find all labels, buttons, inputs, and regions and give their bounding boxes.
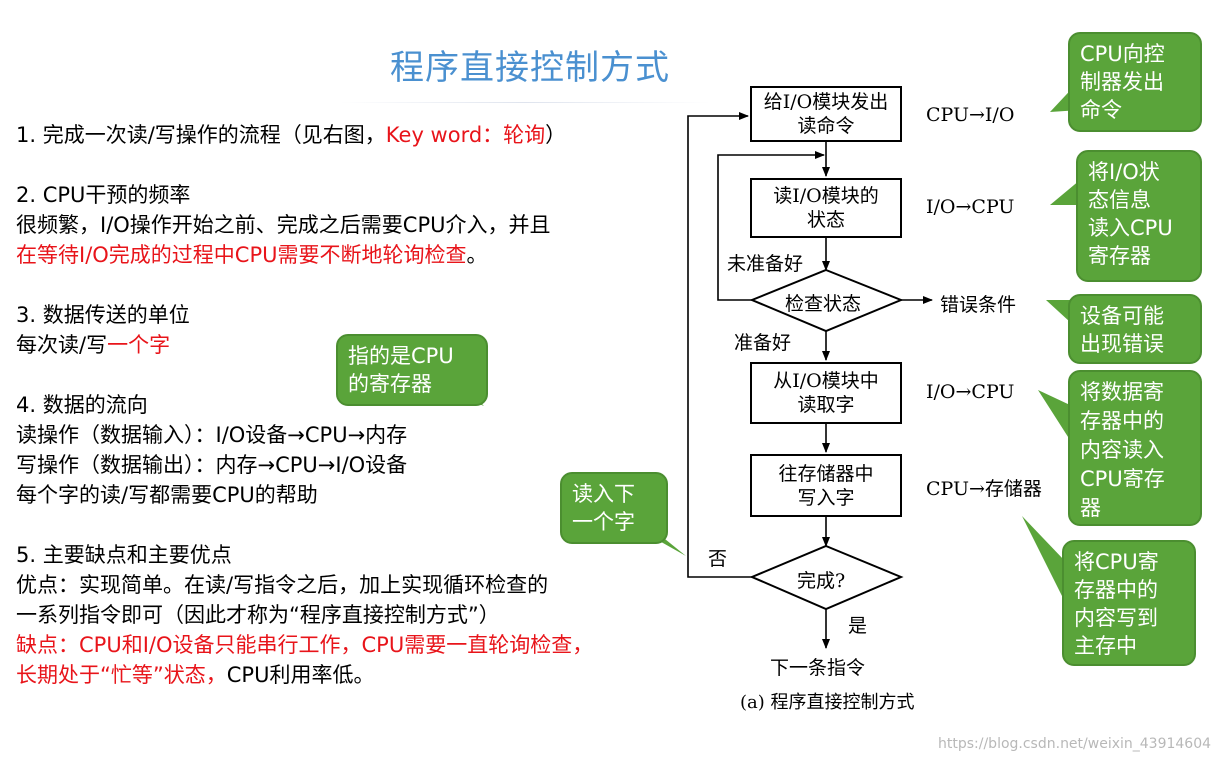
section-4-line3: 每个字的读/写都需要CPU的帮助 — [16, 483, 318, 507]
label-ready: 准备好 — [734, 332, 792, 354]
label-io-to-cpu-2: I/O→CPU — [926, 381, 1015, 403]
label-cpu-to-memory: CPU→存储器 — [926, 478, 1042, 500]
section-2: 2. CPU干预的频率 很频繁，I/O操作开始之前、完成之后需要CPU介入，并且… — [16, 180, 551, 270]
page-title: 程序直接控制方式 — [390, 48, 670, 88]
watermark: https://blog.csdn.net/weixin_43914604 — [938, 736, 1212, 752]
bubble-cpu-command: CPU向控制器发出命令 — [1068, 32, 1202, 132]
label-error-condition: 错误条件 — [940, 294, 1017, 316]
node-read-io-status: 读I/O模块的状态 — [750, 178, 902, 238]
bubble-cpu-to-memory: 将CPU寄存器中的内容写到主存中 — [1062, 540, 1196, 666]
label-no: 否 — [708, 548, 728, 570]
node-write-memory: 往存储器中写入字 — [750, 454, 902, 517]
node-send-read-command: 给I/O模块发出读命令 — [750, 86, 902, 142]
section-2-heading: 2. CPU干预的频率 — [16, 183, 191, 207]
section-2-line2: 在等待I/O完成的过程中CPU需要不断地轮询检查 — [16, 243, 467, 267]
section-3-highlight: 一个字 — [107, 333, 171, 357]
section-5-line4-red: 长期处于“忙等”状态， — [16, 663, 227, 687]
label-cpu-to-io: CPU→I/O — [926, 104, 1015, 126]
section-5-line1: 优点：实现简单。在读/写指令之后，加上实现循环检查的 — [16, 573, 549, 597]
section-5-line3: 缺点：CPU和I/O设备只能串行工作，CPU需要一直轮询检查， — [16, 633, 594, 657]
label-yes: 是 — [848, 615, 868, 637]
bubble-tail-2 — [1050, 180, 1080, 205]
node-next-instruction: 下一条指令 — [770, 657, 866, 679]
bubble-tail-4 — [1038, 390, 1070, 440]
section-3-text: 每次读/写 — [16, 333, 108, 357]
section-5-heading: 5. 主要缺点和主要优点 — [16, 543, 232, 567]
section-5-line4-black: CPU利用率低。 — [226, 663, 375, 687]
section-5-line2: 一系列指令即可（因此才称为“程序直接控制方式”） — [16, 603, 500, 627]
section-3-heading: 3. 数据传送的单位 — [16, 303, 190, 327]
figure-caption: (a) 程序直接控制方式 — [740, 692, 915, 713]
bubble-tail-3 — [1046, 300, 1070, 322]
node-check-status: 检查状态 — [785, 293, 862, 315]
section-4-heading: 4. 数据的流向 — [16, 393, 148, 417]
bubble-tail-5 — [1022, 516, 1064, 600]
section-1-text: 1. 完成一次读/写操作的流程（见右图， — [16, 123, 386, 147]
section-4-line2: 写操作（数据输出）：内存→CPU→I/O设备 — [16, 453, 408, 477]
section-2-line2-end: 。 — [466, 243, 488, 267]
section-2-line1: 很频繁，I/O操作开始之前、完成之后需要CPU介入，并且 — [16, 213, 551, 237]
title-underline — [340, 102, 710, 103]
section-5: 5. 主要缺点和主要优点 优点：实现简单。在读/写指令之后，加上实现循环检查的 … — [16, 540, 593, 690]
section-1-suffix: ） — [545, 123, 567, 147]
label-io-to-cpu-1: I/O→CPU — [926, 196, 1015, 218]
bubble-next-word: 读入下一个字 — [560, 472, 668, 544]
label-not-ready: 未准备好 — [727, 253, 804, 275]
section-4-line1: 读操作（数据输入）：I/O设备→CPU→内存 — [16, 423, 408, 447]
bubble-device-error: 设备可能出现错误 — [1068, 294, 1202, 364]
node-read-word: 从I/O模块中读取字 — [750, 362, 902, 424]
section-1-keyword: Key word：轮询 — [385, 123, 546, 147]
check-status-diamond — [749, 268, 904, 333]
section-3: 3. 数据传送的单位 每次读/写一个字 — [16, 300, 190, 360]
node-done: 完成? — [797, 570, 846, 592]
section-1: 1. 完成一次读/写操作的流程（见右图，Key word：轮询） — [16, 120, 566, 150]
done-diamond — [749, 544, 904, 611]
section-4: 4. 数据的流向 读操作（数据输入）：I/O设备→CPU→内存 写操作（数据输出… — [16, 390, 407, 510]
